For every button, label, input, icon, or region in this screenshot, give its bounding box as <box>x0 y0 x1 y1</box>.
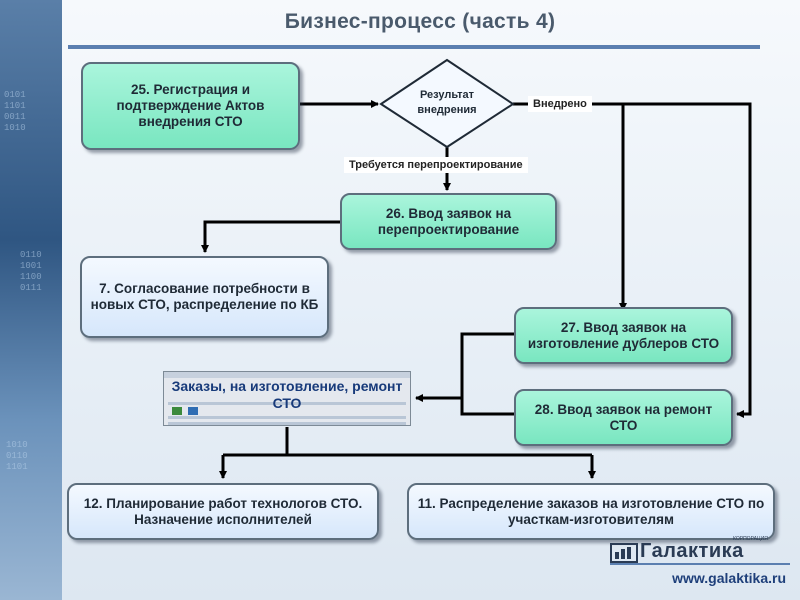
edge-label-implemented: Внедрено <box>528 96 592 112</box>
footer-rule <box>610 563 790 565</box>
page-title: Бизнес-процесс (часть 4) <box>284 10 556 33</box>
edge-label-redesign: Требуется перепроектирование <box>344 157 528 173</box>
step-7-box[interactable]: 7. Согласование потребности в новых СТО,… <box>80 256 329 338</box>
step-26-box[interactable]: 26. Ввод заявок на перепроектирование <box>340 193 557 250</box>
decision-label: Результат внедрения <box>417 89 477 116</box>
step-25-box[interactable]: 25. Регистрация и подтверждение Актов вн… <box>81 62 300 150</box>
site-url-link[interactable]: www.galaktika.ru <box>672 570 786 586</box>
title-underline <box>68 45 760 49</box>
arrow-implemented-to-28 <box>605 102 752 418</box>
step-28-box[interactable]: 28. Ввод заявок на ремонт СТО <box>514 389 733 446</box>
arrow-26-to-7 <box>201 220 340 253</box>
logo-text: Галактика <box>640 540 744 562</box>
step-11-box[interactable]: 11. Распределение заказов на изготовлени… <box>407 483 775 540</box>
orders-screenshot: Заказы, на изготовление, ремонт СТО <box>163 371 411 426</box>
logo-subtext: КОРПОРАЦИЯ <box>733 536 768 542</box>
step-27-box[interactable]: 27. Ввод заявок на изготовление дублеров… <box>514 307 733 364</box>
step-12-box[interactable]: 12. Планирование работ технологов СТО. Н… <box>67 483 379 540</box>
decision-diamond <box>379 58 515 149</box>
logo-icon <box>610 543 638 563</box>
orders-label: Заказы, на изготовление, ремонт СТО <box>171 378 403 411</box>
